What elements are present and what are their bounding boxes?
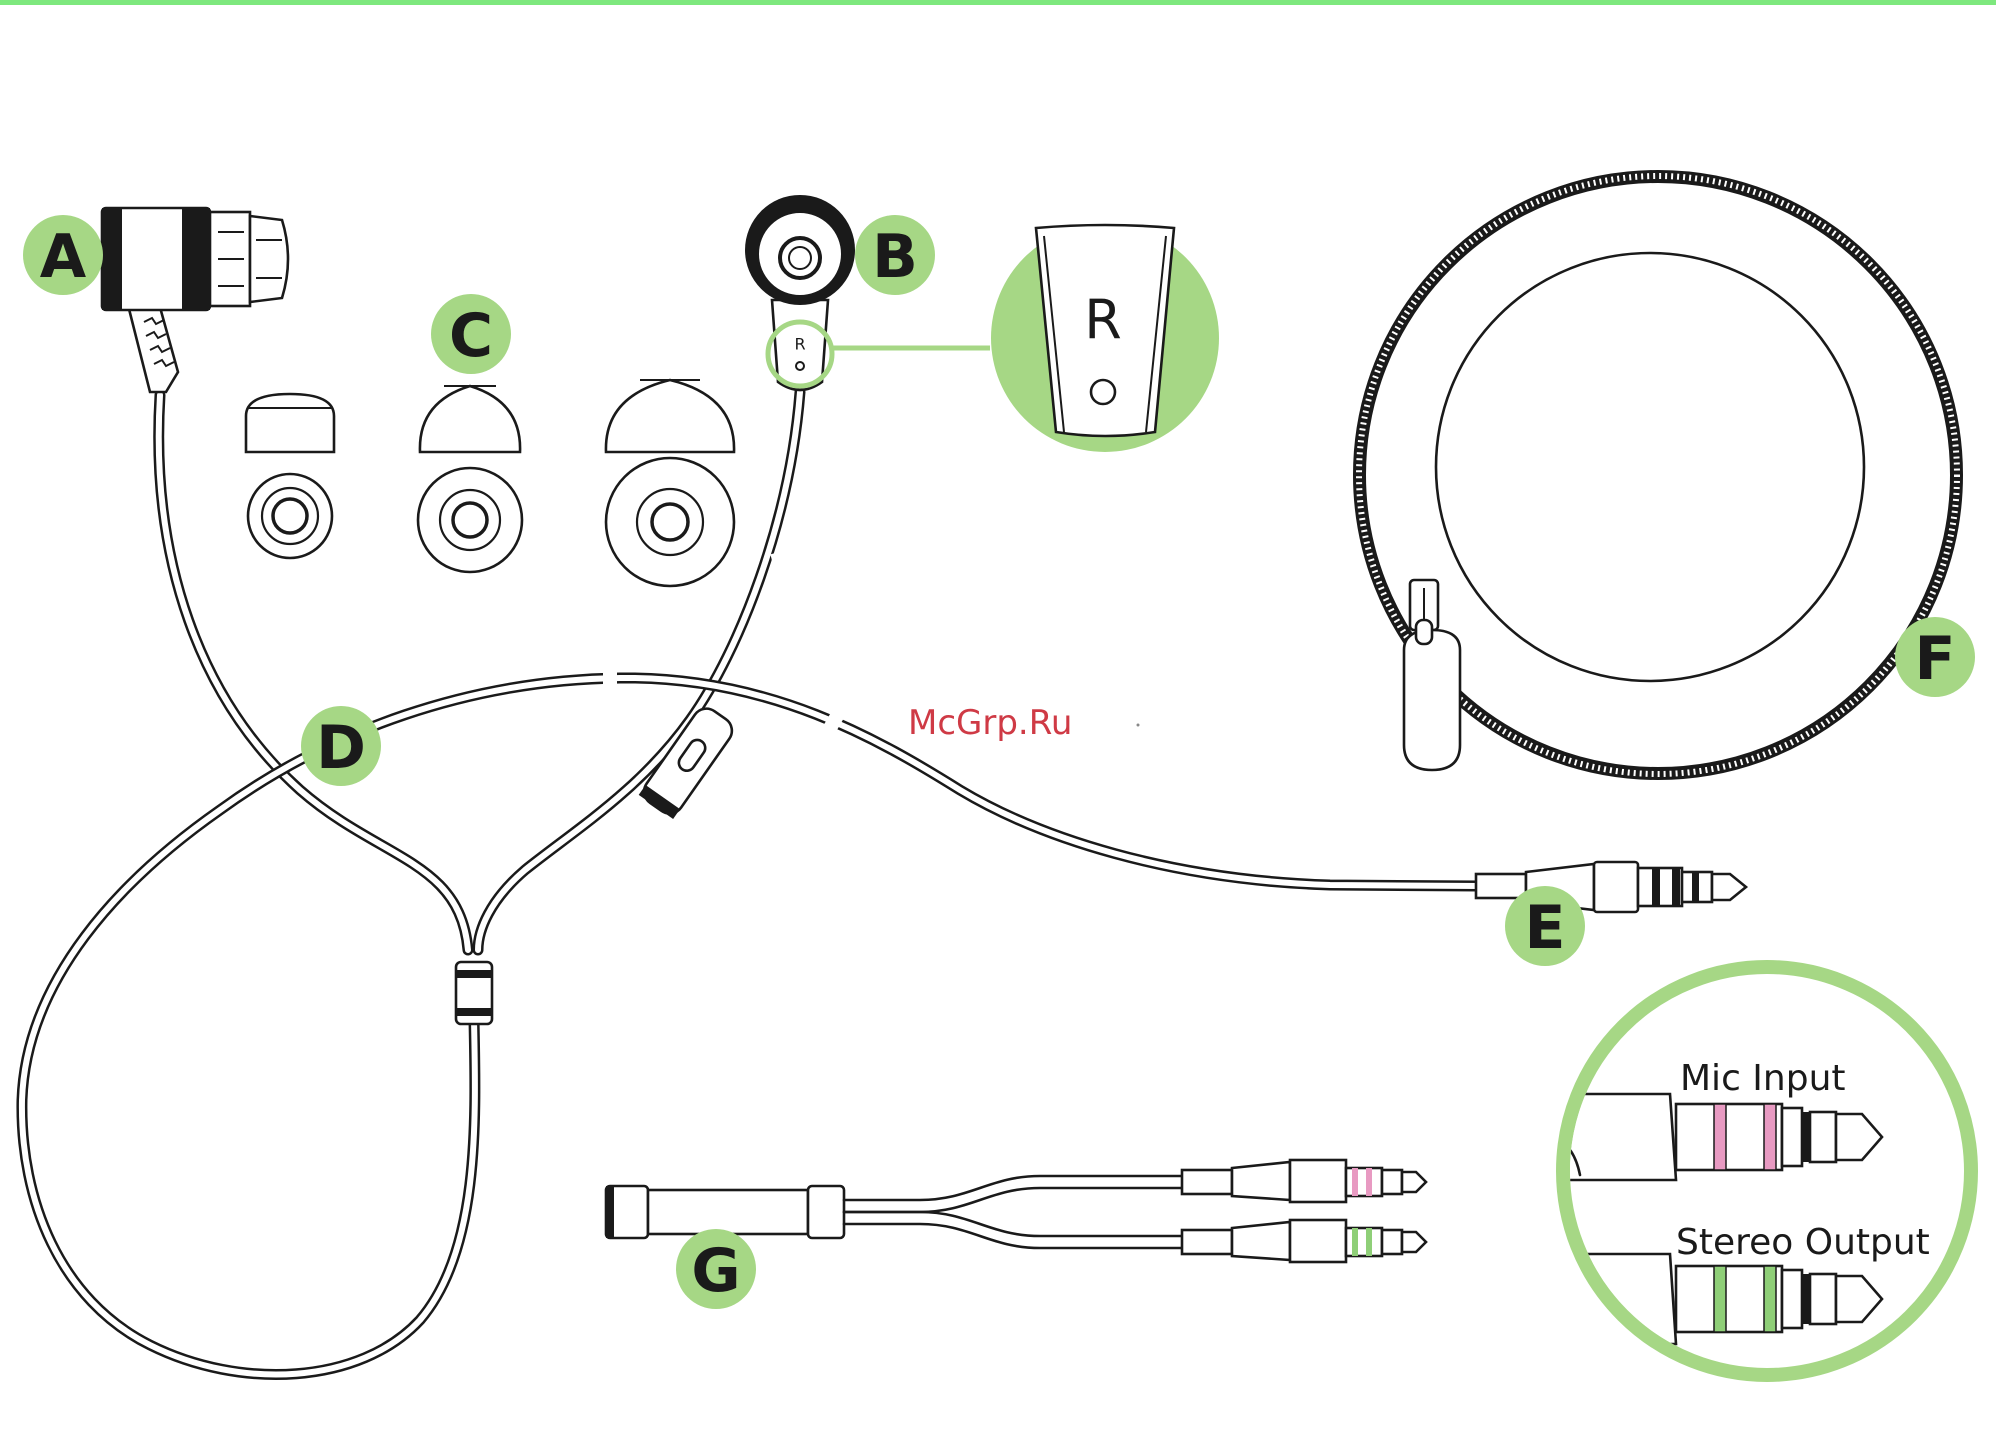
ear-tip-small bbox=[246, 394, 334, 558]
badge-e-label: E bbox=[1525, 893, 1566, 963]
y-splitter bbox=[456, 962, 492, 1024]
badge-b-label: B bbox=[872, 222, 918, 292]
right-earbud: R bbox=[745, 195, 990, 390]
stereo-output-label: Stereo Output bbox=[1676, 1222, 1930, 1263]
badge-a: A bbox=[23, 215, 103, 295]
badge-e: E bbox=[1505, 886, 1585, 966]
ear-tip-medium bbox=[418, 386, 522, 572]
connector-callout: Mic Input Stereo Output bbox=[1560, 967, 1971, 1375]
badge-g-label: G bbox=[691, 1236, 740, 1306]
badge-f: F bbox=[1895, 617, 1975, 697]
left-earbud bbox=[102, 208, 288, 392]
mic-input-label: Mic Input bbox=[1680, 1058, 1846, 1099]
zoom-right-marker: R bbox=[1084, 289, 1122, 352]
ear-tip-large bbox=[606, 380, 734, 586]
badge-f-label: F bbox=[1915, 624, 1956, 694]
watermark-dot bbox=[1137, 724, 1140, 727]
zipper-pull bbox=[1404, 580, 1460, 770]
badge-d-label: D bbox=[316, 713, 366, 783]
badge-g: G bbox=[676, 1229, 756, 1309]
carrying-case bbox=[1359, 176, 1957, 774]
ear-tips bbox=[246, 380, 734, 586]
badge-c-label: C bbox=[449, 301, 493, 371]
badge-a-label: A bbox=[40, 222, 87, 292]
earbud-right-marker: R bbox=[794, 335, 805, 354]
badge-b: B bbox=[855, 215, 935, 295]
watermark: McGrp.Ru bbox=[908, 703, 1072, 743]
top-rule bbox=[0, 0, 1996, 5]
badge-c: C bbox=[431, 294, 511, 374]
zoom-bubble-right-marker: R bbox=[991, 224, 1219, 452]
badge-d: D bbox=[301, 706, 381, 786]
